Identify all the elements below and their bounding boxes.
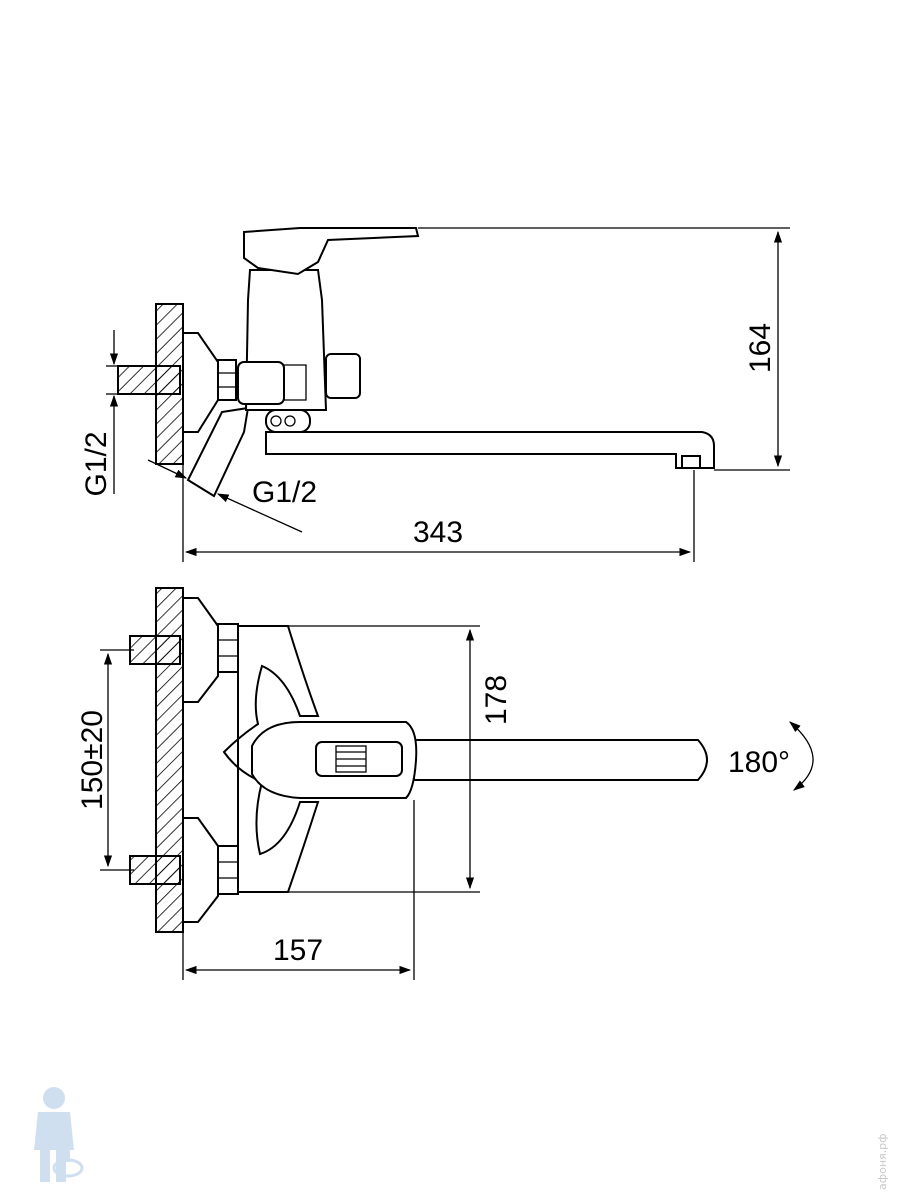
dim-height-body: 178: [480, 675, 513, 725]
diverter-outlet-side: [186, 406, 250, 498]
dim-height-top: 164: [744, 323, 777, 373]
plumber-logo: [34, 1087, 84, 1182]
dim-depth-body: 157: [273, 934, 323, 967]
flange-side: [182, 332, 219, 433]
swivel-ring-side: [265, 409, 311, 433]
dim-inlet-spacing: 150±20: [76, 710, 109, 810]
aerator-side: [681, 455, 701, 469]
nut-lower-top: [217, 845, 239, 895]
swivel-arrow: [789, 721, 814, 791]
site-watermark: афоня.рф: [876, 1133, 889, 1190]
spout-side: [265, 431, 715, 469]
connector-side: [217, 359, 237, 401]
top-view: 178 150±20 157 180°: [76, 587, 814, 980]
inlet-upper-top: [129, 635, 181, 665]
flange-lower-top: [182, 817, 219, 923]
spout-top: [413, 739, 708, 781]
side-view: 164 343 G1/2 G1/2: [80, 227, 790, 562]
inlet-pipe-side: [117, 365, 181, 395]
nut-upper-top: [217, 623, 239, 673]
mixer-body-top: [222, 625, 320, 893]
dim-thread-outlet: G1/2: [252, 476, 317, 509]
inlet-lower-top: [129, 855, 181, 885]
dim-swivel-angle: 180°: [728, 746, 790, 779]
dim-length-spout: 343: [413, 516, 463, 549]
dim-thread-inlet: G1/2: [80, 431, 113, 496]
handle-side: [243, 227, 420, 276]
flange-upper-top: [182, 597, 219, 703]
nut-side: [237, 361, 285, 405]
diverter-knob-side: [325, 353, 361, 399]
